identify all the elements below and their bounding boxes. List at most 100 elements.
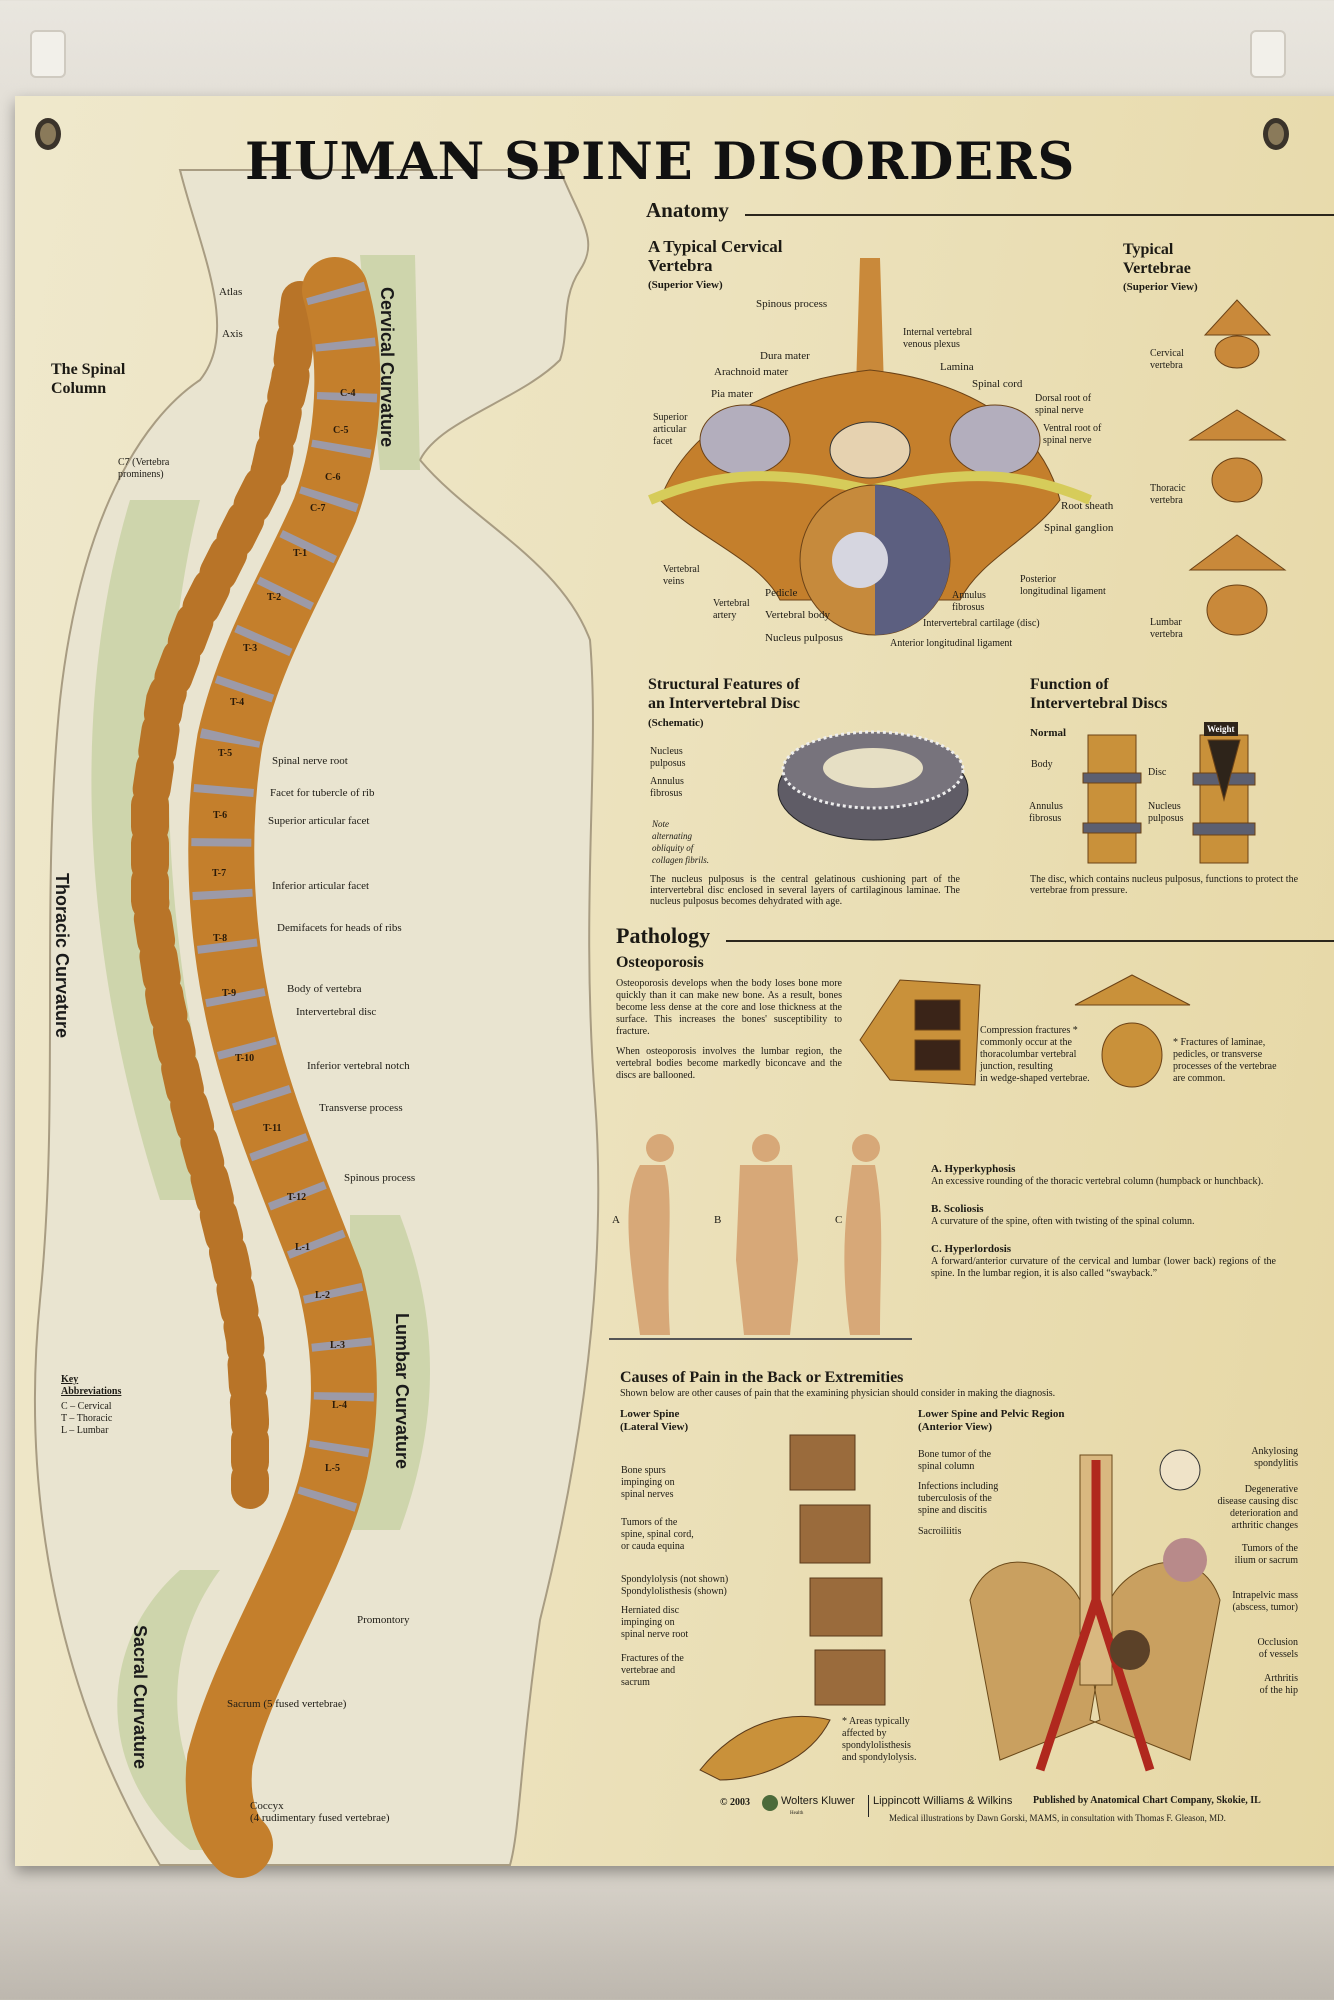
sacral-curvature-label: Sacral Curvature xyxy=(130,1625,150,1770)
causes-title: Causes of Pain in the Back or Extremitie… xyxy=(620,1369,904,1386)
wall-hook-right xyxy=(1250,30,1286,78)
vertebra-level-label: T-12 xyxy=(287,1192,307,1203)
label-ilium-tumors: Tumors of the ilium or sacrum xyxy=(1234,1543,1298,1566)
condition-title: C. Hyperlordosis xyxy=(931,1243,1012,1255)
label-cord: Spinal cord xyxy=(972,378,1023,390)
label-dorsal-root: Dorsal root of spinal nerve xyxy=(1035,393,1092,416)
label-degenerative: Degenerative disease causing disc deteri… xyxy=(1217,1484,1298,1531)
label-annulus: Annulus fibrosus xyxy=(952,590,986,613)
label-coccyx: Coccyx (4 rudimentary fused vertebrae) xyxy=(250,1800,390,1824)
cervical-curvature-label: Cervical Curvature xyxy=(377,287,397,448)
label-occlusion: Occlusion of vessels xyxy=(1257,1637,1298,1660)
vertebra-level-label: C-6 xyxy=(325,472,341,483)
label-inferior-facet: Inferior articular facet xyxy=(272,880,370,892)
label-tumors-spine: Tumors of the spine, spinal cord, or cau… xyxy=(621,1517,694,1552)
label-spondylolisthesis: Spondylolysis (not shown) Spondylolisthe… xyxy=(621,1574,729,1597)
vertebra-level-label: T-4 xyxy=(230,697,245,708)
vertebra-level-label: T-3 xyxy=(243,643,258,654)
label-cartilage: Intervertebral cartilage (disc) xyxy=(923,618,1040,629)
spinal-column-heading: The Spinal Column xyxy=(51,361,126,397)
key-abbreviations: Key Abbreviations C – Cervical T – Thora… xyxy=(61,1374,121,1437)
label-infections: Infections including tuberculosis of the… xyxy=(918,1481,999,1516)
label-axis: Axis xyxy=(222,328,243,340)
cervical-vertebra-drawing xyxy=(648,258,1092,636)
cervical-vertebra-subtitle: (Superior View) xyxy=(648,279,723,291)
label-spinal-ganglion: Spinal ganglion xyxy=(1044,522,1114,534)
typical-vertebrae-title: Typical Vertebrae xyxy=(1123,241,1191,277)
label-nucleus: Nucleus pulposus xyxy=(765,632,843,644)
label-intrapelvic-mass: Intrapelvic mass (abscess, tumor) xyxy=(1232,1590,1298,1613)
label-normal: Normal xyxy=(1030,727,1067,739)
copyright: © 2003 xyxy=(720,1797,750,1808)
label-c7: C7 (Vertebra prominens) xyxy=(118,457,170,480)
label-superior-facet: Superior articular facet xyxy=(268,815,370,827)
function-description: The disc, which contains nucleus pulposu… xyxy=(1030,874,1299,896)
vertebra-level-label: L-2 xyxy=(315,1290,330,1301)
label-pedicle: Pedicle xyxy=(765,587,798,599)
vertebra-level-label: T-8 xyxy=(213,933,228,944)
label-bone-tumor: Bone tumor of the spinal column xyxy=(918,1449,992,1472)
label-sacroiliitis: Sacroiliitis xyxy=(918,1526,962,1537)
condition-text: An excessive rounding of the thoracic ve… xyxy=(931,1176,1264,1187)
vertebra-level-label: T-6 xyxy=(213,810,228,821)
label-function-nucleus: Nucleus pulposus xyxy=(1148,801,1184,824)
label-vertebral-artery: Vertebral artery xyxy=(713,598,750,621)
hanging-ring-right xyxy=(1263,118,1289,150)
pathology-rule xyxy=(726,940,1334,942)
vertebra-level-label: T-9 xyxy=(222,988,237,999)
label-pia: Pia mater xyxy=(711,388,753,400)
brand-name: Wolters Kluwer xyxy=(781,1795,855,1807)
anatomy-heading: Anatomy xyxy=(646,198,729,222)
label-weight: Weight xyxy=(1204,722,1238,736)
vertebra-level-label: L-1 xyxy=(295,1242,310,1253)
poster-title: HUMAN SPINE DISORDERS xyxy=(245,132,1076,192)
key-item: C – Cervical xyxy=(61,1401,112,1412)
wolters-kluwer-logo-icon xyxy=(762,1795,778,1811)
label-body-of-vertebra: Body of vertebra xyxy=(287,983,362,995)
label-function-annulus: Annulus fibrosus xyxy=(1029,801,1063,824)
vertebra-level-label: T-5 xyxy=(218,748,233,759)
label-demifacets: Demifacets for heads of ribs xyxy=(277,922,402,934)
disc-note: Note alternating obliquity of collagen f… xyxy=(652,819,709,865)
label-atlas: Atlas xyxy=(219,286,243,298)
areas-affected-note: * Areas typically affected by spondyloli… xyxy=(842,1716,917,1763)
label-ventral-root: Ventral root of spinal nerve xyxy=(1043,423,1102,446)
publisher: Published by Anatomical Chart Company, S… xyxy=(1033,1795,1261,1806)
vertebra-level-label: C-7 xyxy=(310,503,326,514)
label-plexus: Internal vertebral venous plexus xyxy=(903,327,973,350)
pelvis-anterior-drawing xyxy=(969,1449,1221,1772)
figure-label-a: A xyxy=(612,1214,620,1226)
anterior-view-title: Lower Spine and Pelvic Region (Anterior … xyxy=(918,1408,1065,1433)
condition-text: A forward/anterior curvature of the cerv… xyxy=(931,1256,1276,1279)
label-promontory: Promontory xyxy=(357,1614,410,1626)
disc-schematic-drawing xyxy=(777,730,969,841)
vertebral-column xyxy=(185,257,381,1878)
label-disc-annulus: Annulus fibrosus xyxy=(650,776,684,799)
posture-figures xyxy=(609,1134,912,1340)
brand-sub: Health xyxy=(790,1811,804,1816)
vertebra-level-label: T-2 xyxy=(267,592,282,603)
label-sacrum: Sacrum (5 fused vertebrae) xyxy=(227,1698,347,1710)
label-anterior-ligament: Anterior longitudinal ligament xyxy=(890,638,1013,649)
figure-label-b: B xyxy=(714,1214,722,1226)
label-inferior-notch: Inferior vertebral notch xyxy=(307,1060,410,1072)
label-vertebral-veins: Vertebral veins xyxy=(663,564,700,587)
label-function-disc: Disc xyxy=(1148,767,1167,778)
lumbar-curvature-label: Lumbar Curvature xyxy=(392,1313,412,1470)
condition-title: B. Scoliosis xyxy=(931,1203,984,1215)
label-facet-tubercle: Facet for tubercle of rib xyxy=(270,787,375,799)
condition-text: A curvature of the spine, often with twi… xyxy=(931,1216,1195,1227)
vertebra-level-label: T-1 xyxy=(293,548,308,559)
label-arachnoid: Arachnoid mater xyxy=(714,366,789,378)
label-bone-spurs: Bone spurs impinging on spinal nerves xyxy=(621,1465,675,1500)
key-item: T – Thoracic xyxy=(61,1413,113,1424)
compression-fractures-note: Compression fractures * commonly occur a… xyxy=(980,1025,1090,1084)
label-spinous: Spinous process xyxy=(756,298,828,310)
osteoporosis-text-2: When osteoporosis involves the lumbar re… xyxy=(616,1046,842,1081)
key-item: L – Lumbar xyxy=(61,1425,109,1436)
laminae-fractures-note: * Fractures of laminae, pedicles, or tra… xyxy=(1173,1037,1277,1084)
lower-spine-lateral-drawing xyxy=(699,1434,886,1781)
vertebra-level-label: L-5 xyxy=(325,1463,340,1474)
condition-title: A. Hyperkyphosis xyxy=(931,1163,1016,1175)
hanging-ring-left xyxy=(35,118,61,150)
